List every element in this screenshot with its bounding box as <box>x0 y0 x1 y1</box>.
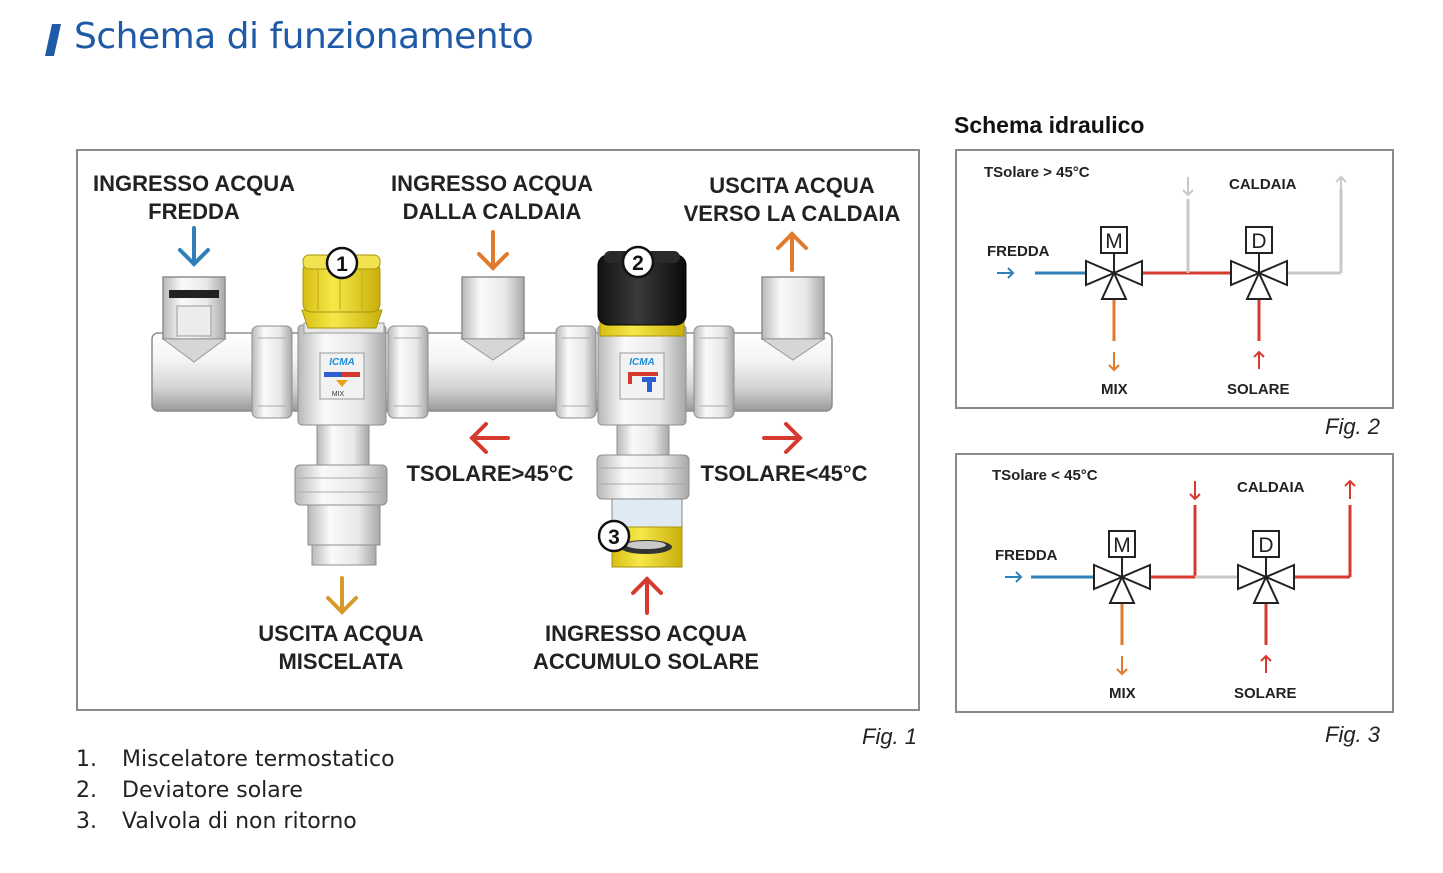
mixer-badge-mix: MIX <box>332 391 345 398</box>
component-legend: 1.Miscelatore termostatico 2.Deviatore s… <box>76 744 395 837</box>
svg-text:2: 2 <box>632 252 644 275</box>
marker-1: 1 <box>325 246 359 280</box>
mixed-outlet-arrow <box>326 576 358 615</box>
figure-3-frame <box>955 453 1394 713</box>
union-nut-1 <box>251 325 293 419</box>
union-nut-4 <box>693 325 735 419</box>
cold-inlet-arrow <box>178 226 210 267</box>
tsolare-lt-label: TSOLARE<45°C <box>700 461 868 486</box>
boiler-out-arrow-icon <box>1344 479 1356 499</box>
boiler-in-arrow-icon <box>1189 481 1201 501</box>
solar-arrow-icon <box>1253 350 1265 369</box>
solar-arrow-icon <box>1260 654 1272 673</box>
fig2-mix: MIX <box>1101 381 1128 398</box>
marker-3: 3 <box>597 519 631 553</box>
diverter-valve-symbol: D <box>1237 530 1295 604</box>
diverter-valve-symbol: D <box>1230 226 1288 300</box>
svg-text:1: 1 <box>336 253 348 276</box>
fig2-solare: SOLARE <box>1227 381 1290 398</box>
fig2-condition: TSolare > 45°C <box>984 164 1090 181</box>
figure-2-schematic: M D <box>997 175 1347 372</box>
boiler-inlet-arrow <box>477 230 509 271</box>
solar-diverter-valve <box>596 251 690 568</box>
boiler-outlet-tee <box>760 276 826 361</box>
thermostatic-mixer-valve <box>294 254 388 566</box>
mixer-brand-badge: ICMA MIX <box>319 352 365 400</box>
boiler-in-arrow-icon <box>1182 177 1194 197</box>
mixer-badge-brand: ICMA <box>329 357 355 368</box>
boiler-out-arrow-icon <box>1335 175 1347 195</box>
marker-2: 2 <box>621 245 655 279</box>
figure-1-caption: Fig. 1 <box>862 724 918 749</box>
fig2-caldaia: CALDAIA <box>1229 176 1297 193</box>
fig3-solare: SOLARE <box>1234 685 1297 702</box>
svg-text:D: D <box>1251 230 1266 253</box>
mixer-valve-symbol: M <box>1085 226 1143 300</box>
fig3-condition: TSolare < 45°C <box>992 467 1098 484</box>
page-title: Schema di funzionamento <box>74 16 534 57</box>
diverter-badge-brand: ICMA <box>629 357 655 368</box>
boiler-inlet-tee <box>460 276 526 361</box>
cold-arrow-icon <box>1005 571 1023 583</box>
svg-text:M: M <box>1113 534 1131 557</box>
figure-2-frame <box>955 149 1394 409</box>
figure-1-frame <box>76 149 920 711</box>
legend-item: 1.Miscelatore termostatico <box>76 747 395 772</box>
svg-text:D: D <box>1258 534 1273 557</box>
svg-text:M: M <box>1105 230 1123 253</box>
legend-item: 3.Valvola di non ritorno <box>76 809 357 834</box>
diverter-brand-badge: ICMA <box>619 352 665 400</box>
legend-item: 2.Deviatore solare <box>76 778 303 803</box>
schema-heading: Schema idraulico <box>954 112 1145 138</box>
figure-2-caption: Fig. 2 <box>1325 414 1381 439</box>
figure-3-schematic: M D <box>1005 479 1356 676</box>
union-nut-3 <box>555 325 597 419</box>
fig3-mix: MIX <box>1109 685 1136 702</box>
svg-text:3: 3 <box>608 526 620 549</box>
mix-arrow-icon <box>1116 656 1128 676</box>
tsolare-gt-arrow <box>469 422 510 454</box>
fig2-fredda: FREDDA <box>987 243 1050 260</box>
tsolare-gt-label: TSOLARE>45°C <box>406 461 574 486</box>
title-slash-icon <box>45 24 61 56</box>
fig3-caldaia: CALDAIA <box>1237 479 1305 496</box>
mix-arrow-icon <box>1108 352 1120 372</box>
fig3-fredda: FREDDA <box>995 547 1058 564</box>
solar-inlet-arrow <box>631 576 663 615</box>
cold-inlet-fitting <box>161 276 227 363</box>
mixer-valve-symbol: M <box>1093 530 1151 604</box>
tsolare-lt-arrow <box>762 422 803 454</box>
union-nut-2 <box>387 325 429 419</box>
boiler-outlet-arrow <box>776 231 808 272</box>
cold-arrow-icon <box>997 267 1015 279</box>
figure-3-caption: Fig. 3 <box>1325 722 1381 747</box>
